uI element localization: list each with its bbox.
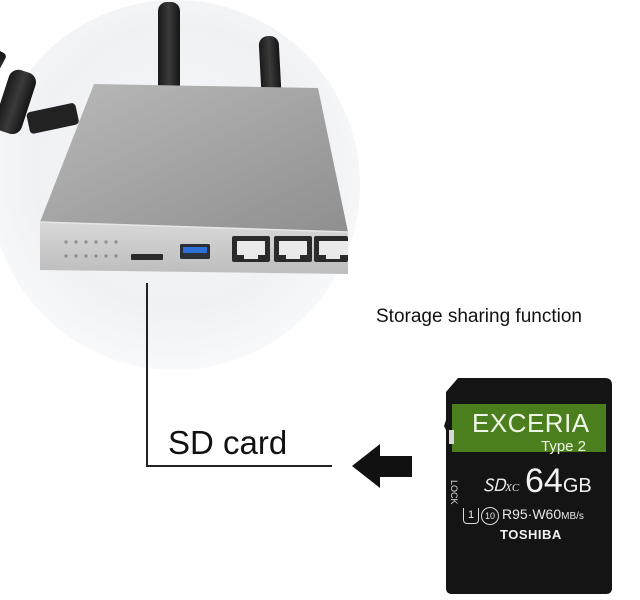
router-top — [40, 84, 348, 232]
card-speed-unit: MB/s — [561, 511, 584, 522]
ethernet-port — [314, 236, 348, 262]
ethernet-port — [232, 236, 270, 262]
uhs-badge: 1 — [463, 508, 479, 524]
sdxc-logo-icon: ᏚᎠXC — [483, 476, 520, 495]
ethernet-port — [274, 236, 312, 262]
arrow-left-icon — [352, 444, 412, 488]
card-capacity-value: 64 — [525, 462, 563, 500]
card-lock: LOCK — [449, 480, 459, 505]
card-type: Type 2 — [541, 438, 587, 455]
status-leds — [64, 240, 118, 258]
card-capacity-unit: GB — [562, 475, 592, 497]
card-capacity: 64GB — [525, 462, 592, 501]
caption-text: Storage sharing function — [376, 306, 582, 327]
connector-line — [146, 283, 332, 467]
card-maker: TOSHIBA — [500, 527, 562, 542]
antenna-center — [158, 2, 180, 98]
card-speed-value: R95·W60 — [502, 506, 562, 522]
sd-card-label: SD card — [168, 424, 288, 461]
router — [39, 84, 349, 274]
card-brand: EXCERIA — [472, 408, 590, 438]
sd-slot — [131, 254, 163, 260]
class-badge: 10 — [481, 507, 499, 525]
antenna-left — [0, 50, 79, 135]
sd-card — [444, 378, 612, 594]
usb-port — [180, 244, 210, 259]
card-speed: R95·W60MB/s — [502, 506, 584, 524]
